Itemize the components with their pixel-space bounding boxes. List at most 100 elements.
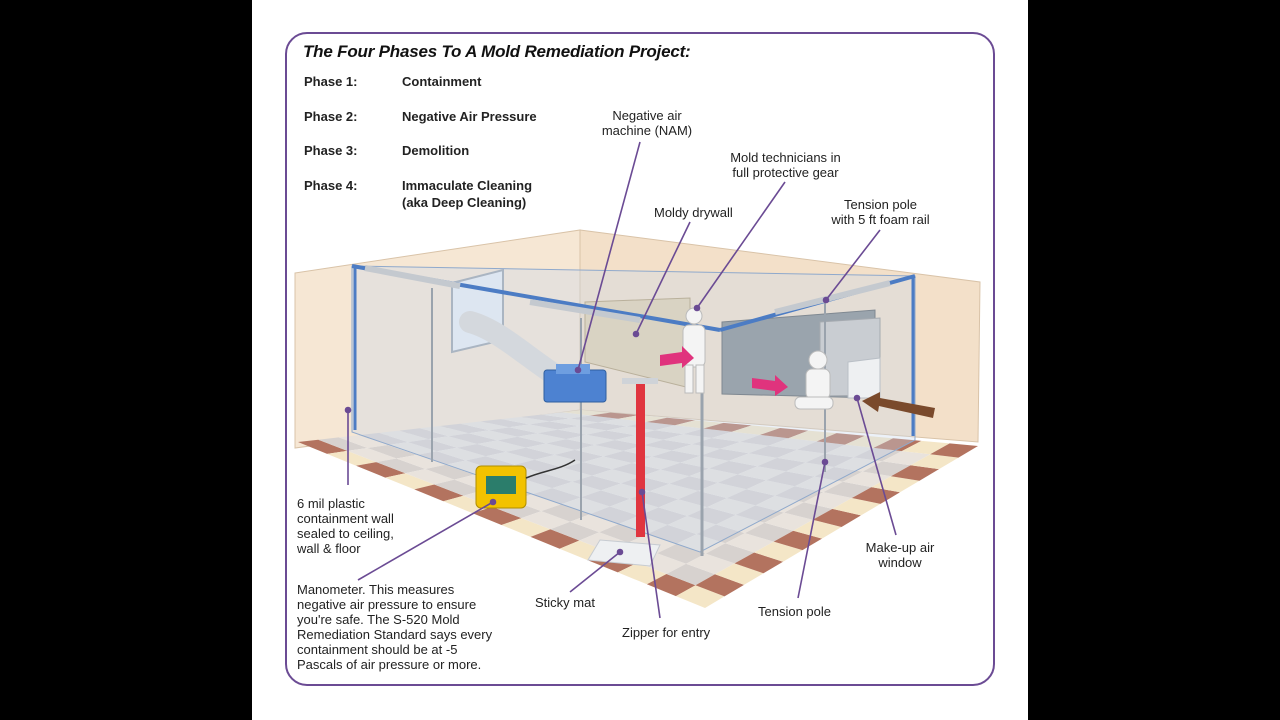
floor-tile: [488, 427, 538, 437]
floor-tile: [505, 447, 555, 460]
floor-tile: [683, 428, 732, 438]
floor-tile: [457, 444, 506, 457]
floor-tile: [731, 425, 780, 435]
floor-tile: [590, 412, 639, 419]
floor-tile: [862, 461, 911, 477]
floor-tile: [725, 533, 774, 553]
floor-tile: [755, 495, 804, 513]
floor-tile: [686, 553, 735, 575]
floor-tile: [652, 450, 701, 463]
phase-1-label: Phase 1:: [304, 74, 358, 89]
pointer-drywall-dot: [632, 330, 640, 338]
floor-tile: [620, 476, 670, 492]
floor-tile: [825, 444, 874, 458]
pointer-manometer: [357, 501, 494, 581]
floor-tile: [541, 504, 591, 522]
diagram-title: The Four Phases To A Mold Remediation Pr…: [303, 42, 691, 61]
floor-tile: [501, 518, 551, 537]
floor-tile: [640, 469, 690, 484]
floor-tile: [882, 451, 931, 466]
zipper-header: [622, 378, 658, 384]
pointer-zipper: [641, 491, 661, 619]
floor-tile: [578, 422, 627, 431]
phase-2-label: Phase 2:: [304, 109, 358, 124]
floor-tile: [472, 506, 522, 525]
phase-2-value: Negative Air Pressure: [402, 109, 537, 124]
pointer-makeup-air-dot: [853, 394, 861, 402]
floor-tile: [703, 422, 752, 432]
floor-tile: [436, 447, 486, 461]
pointer-tension-foam-dot: [822, 296, 830, 304]
floor-tile: [823, 481, 872, 498]
floor-tile: [691, 438, 741, 449]
callout-tension-pole: Tension pole: [758, 604, 831, 619]
pointer-sticky-mat: [569, 551, 621, 593]
floor-tile: [530, 529, 580, 549]
floor-tile: [566, 434, 615, 445]
floor-tile: [748, 445, 797, 458]
manometer: [475, 459, 576, 509]
pointer-manometer-dot: [489, 498, 497, 506]
floor-tile: [737, 466, 786, 481]
floor-tile: [680, 455, 729, 469]
floor-tile: [717, 474, 767, 490]
pointer-tension-foam: [825, 229, 881, 301]
callout-zipper: Zipper for entry: [622, 625, 711, 640]
floor-tile: [543, 467, 593, 482]
floor-tile: [425, 464, 475, 480]
pointer-technicians: [696, 181, 786, 309]
floor-tile: [396, 454, 446, 469]
pointer-zipper-dot: [638, 488, 646, 496]
phase-3-value: Demolition: [402, 143, 470, 158]
floor-tile: [649, 483, 699, 500]
pointer-drywall: [635, 221, 691, 335]
floor-tile: [658, 499, 708, 516]
foam-rail-1: [364, 265, 461, 289]
floor-tile: [485, 451, 535, 465]
floor-tile: [414, 484, 464, 502]
floor-tile: [768, 438, 817, 450]
floor-tile: [834, 457, 883, 472]
floor-tile: [851, 487, 900, 504]
floor-tile: [541, 412, 591, 419]
floor-tile: [647, 524, 697, 544]
floor-tile: [728, 453, 778, 467]
floor-tile: [552, 481, 601, 498]
floor-tile: [797, 441, 846, 454]
floor-tile: [794, 476, 843, 493]
floor-tile: [643, 439, 692, 451]
mold-technician-kneeling: [794, 350, 834, 410]
floor-tile: [529, 421, 579, 430]
floor-tile: [805, 453, 854, 467]
floor-tile: [716, 514, 765, 534]
floor-tile: [338, 435, 388, 448]
floor-tile: [696, 524, 745, 544]
floor-tile: [480, 419, 530, 428]
floor-tile: [698, 482, 747, 499]
pointer-nam-dot: [574, 366, 582, 374]
floor-tile: [534, 454, 584, 468]
floor-tile: [816, 433, 865, 445]
floor-tile: [434, 479, 484, 496]
floor-tile: [675, 585, 725, 608]
pointer-lines: [344, 141, 897, 619]
floor-tile: [766, 471, 815, 487]
pointer-nam: [577, 141, 641, 371]
floor-tile: [687, 507, 736, 525]
floor-tile: [740, 434, 789, 446]
floor-tile: [655, 425, 704, 435]
foam-rail-3: [774, 280, 891, 315]
floor-tile: [448, 433, 498, 444]
floor-tile: [777, 449, 826, 463]
floor-tile: [598, 418, 647, 427]
floor-tile: [775, 486, 824, 503]
floor-tile: [523, 473, 573, 489]
floor-tile: [793, 519, 842, 539]
pointer-tension-pole: [797, 461, 826, 599]
floor-tile: [550, 521, 600, 541]
floor-tile: [660, 462, 710, 477]
